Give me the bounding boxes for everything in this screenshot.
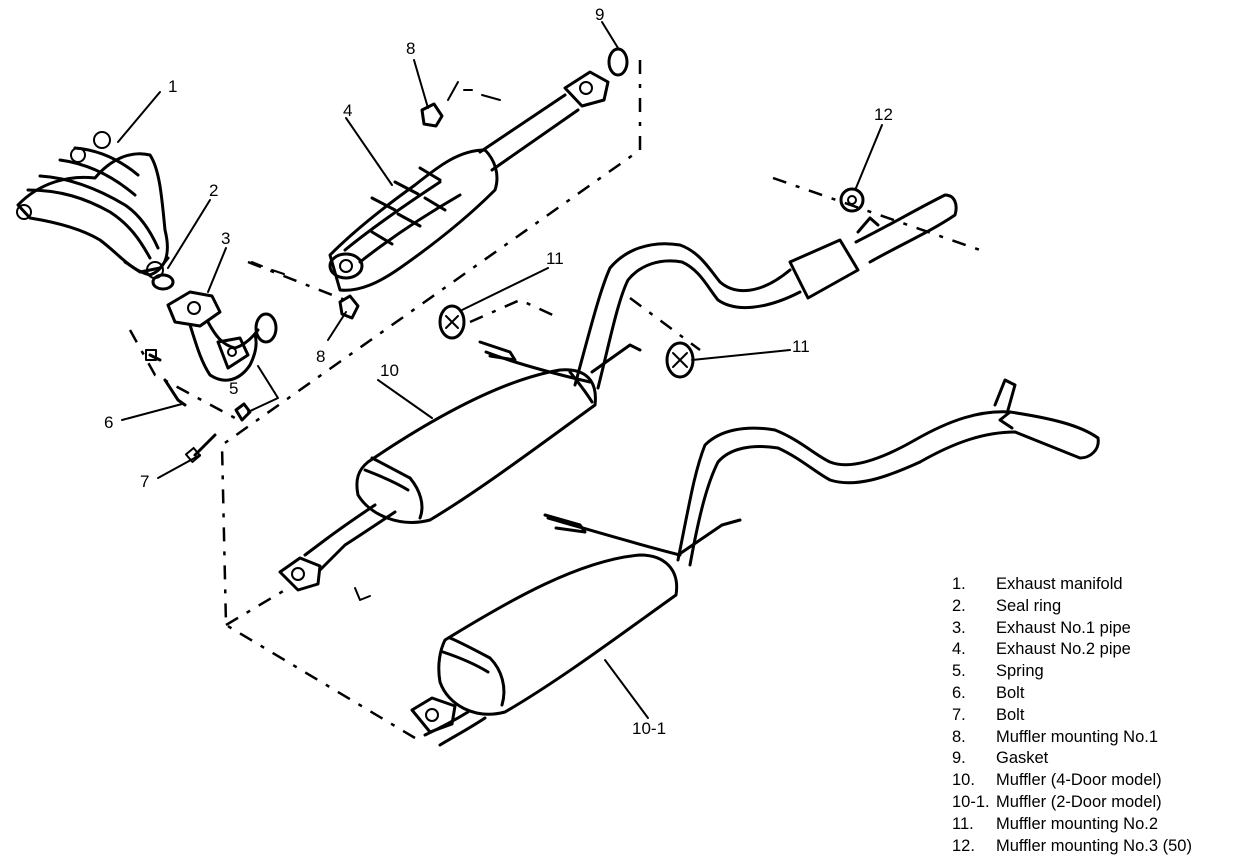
legend-number: 11. xyxy=(952,814,974,833)
muffler-mounting-no3 xyxy=(839,187,865,213)
legend-number: 4. xyxy=(952,640,966,659)
seal-ring xyxy=(151,273,175,291)
leader-6 xyxy=(121,403,183,421)
callout-10: 10 xyxy=(380,361,399,380)
muffler-4door xyxy=(278,340,642,601)
leader-8a xyxy=(413,59,429,109)
callout-3: 3 xyxy=(221,229,230,248)
exhaust-no2-pipe xyxy=(328,70,610,292)
callout-6: 6 xyxy=(104,413,113,432)
callout-8-top: 8 xyxy=(406,39,415,58)
frame-line-mount-12 xyxy=(772,176,981,252)
legend-item: 10-1. Muffler (2-Door model) xyxy=(952,792,1248,814)
legend-label: Exhaust manifold xyxy=(996,575,1123,593)
legend-label: Gasket xyxy=(996,749,1049,768)
callout-5: 5 xyxy=(229,379,238,398)
legend-label: Bolt xyxy=(996,683,1025,702)
legend-label: Muffler (2-Door model) xyxy=(996,792,1162,811)
legend-number: 5. xyxy=(952,662,966,681)
parts-legend: 1. Exhaust manifold 2. Seal ring 3. Exhaust… xyxy=(952,574,1248,857)
bolt-6 xyxy=(145,349,187,407)
frame-line-mount-11a xyxy=(469,298,556,324)
legend-number: 12. xyxy=(952,836,975,855)
callout-8-lower: 8 xyxy=(316,347,325,366)
leader-11a xyxy=(461,267,549,311)
frame-line-flange xyxy=(247,260,346,302)
bolt-7 xyxy=(184,433,217,464)
spring-washer xyxy=(254,312,278,344)
callout-2: 2 xyxy=(209,181,218,200)
legend-item: 9. Gasket xyxy=(952,748,1248,770)
leader-7 xyxy=(157,454,201,479)
callout-9: 9 xyxy=(595,5,604,24)
frame-line-lower xyxy=(225,588,286,627)
legend-item: 11. Muffler mounting No.2 xyxy=(952,814,1248,836)
legend-item: 12. Muffler mounting No.3 (50) xyxy=(952,836,1248,858)
leader-11b xyxy=(691,349,791,361)
legend-item: 6. Bolt xyxy=(952,683,1248,705)
legend-label: Seal ring xyxy=(996,596,1062,615)
muffler-2door xyxy=(410,378,1100,747)
leader-1 xyxy=(117,91,161,143)
legend-item: 3. Exhaust No.1 pipe xyxy=(952,618,1248,640)
leader-lines xyxy=(117,21,883,719)
legend-item: 4. Exhaust No.2 pipe xyxy=(952,639,1248,661)
tailpipe-4door xyxy=(573,193,958,390)
legend-item: 5. Spring xyxy=(952,661,1248,683)
legend-item: 8. Muffler mounting No.1 xyxy=(952,727,1248,749)
leader-9 xyxy=(601,21,619,49)
spring-leader xyxy=(247,365,279,413)
callout-7: 7 xyxy=(140,472,149,491)
legend-label: Muffler mounting No.3 (50) xyxy=(996,836,1192,855)
callout-12: 12 xyxy=(874,105,893,124)
legend-item: 7. Bolt xyxy=(952,705,1248,727)
exhaust-manifold xyxy=(16,131,170,279)
frame-line-main xyxy=(220,60,642,740)
legend-label: Muffler (4-Door model) xyxy=(996,771,1162,790)
legend-item: 10. Muffler (4-Door model) xyxy=(952,770,1248,792)
callout-10-1: 10-1 xyxy=(632,719,666,738)
legend-number: 8. xyxy=(952,727,966,746)
legend-number: 9. xyxy=(952,749,966,768)
callout-11-right: 11 xyxy=(792,337,810,356)
callout-4: 4 xyxy=(343,101,352,120)
muffler-mounting-no1-lower xyxy=(251,261,360,320)
callout-11-left: 11 xyxy=(546,249,564,268)
frame-line-left xyxy=(128,329,236,420)
assembly-frame-lines xyxy=(128,60,981,740)
legend-number: 1. xyxy=(952,575,966,593)
leader-12 xyxy=(855,124,883,189)
leader-4 xyxy=(345,117,393,186)
legend-label: Muffler mounting No.2 xyxy=(996,814,1159,833)
leader-10 xyxy=(377,379,433,419)
leader-10-1 xyxy=(604,659,649,719)
legend-number: 2. xyxy=(952,596,966,615)
legend-number: 3. xyxy=(952,618,966,637)
leader-3 xyxy=(207,247,227,293)
leader-2 xyxy=(167,199,211,269)
muffler-mounting-no1-top xyxy=(420,81,501,128)
legend-label: Muffler mounting No.1 xyxy=(996,727,1159,746)
legend-label: Spring xyxy=(996,662,1044,681)
frame-line-mount-11b xyxy=(629,296,701,352)
legend-label: Exhaust No.2 pipe xyxy=(996,640,1131,659)
legend-item: 1. Exhaust manifold xyxy=(952,574,1248,596)
exhaust-no1-pipe xyxy=(166,290,260,382)
legend-label: Bolt xyxy=(996,705,1025,724)
legend-number: 7. xyxy=(952,705,966,724)
muffler-mounting-no2-right xyxy=(665,341,695,379)
legend-number: 10-1. xyxy=(952,792,990,811)
legend-number: 10. xyxy=(952,771,975,790)
callout-labels: 1 2 3 4 5 6 7 8 8 9 10 10-1 11 11 12 xyxy=(104,5,893,738)
legend-number: 6. xyxy=(952,683,966,702)
legend-item: 2. Seal ring xyxy=(952,596,1248,618)
gasket xyxy=(607,47,629,77)
muffler-mounting-no2-left xyxy=(438,304,466,340)
legend-label: Exhaust No.1 pipe xyxy=(996,618,1131,637)
leader-8b xyxy=(327,311,347,341)
callout-1: 1 xyxy=(168,77,177,96)
